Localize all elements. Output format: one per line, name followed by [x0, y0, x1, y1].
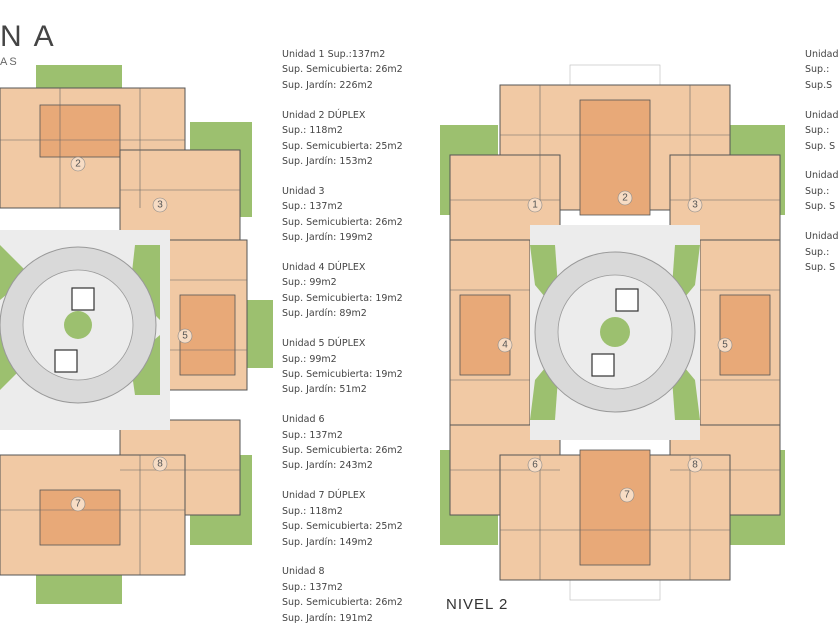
unit-spec-line: Sup.: 137m2 — [282, 429, 343, 441]
unit-spec-line: Sup.: — [805, 125, 830, 137]
unit-spec-line: Sup.S — [805, 79, 833, 91]
unit-label: 6 — [532, 460, 538, 471]
unit-spec-line: Sup.: 118m2 — [282, 505, 343, 517]
unit-spec-line: Unidad 7 DÚPLEX — [282, 490, 366, 502]
unit-spec-line: Unidad — [805, 170, 839, 182]
unit-label: 3 — [157, 200, 163, 211]
unit-label: 4 — [502, 340, 508, 351]
unit-spec-line: Sup. Jardín: 149m2 — [282, 536, 373, 548]
unit-label: 5 — [722, 340, 728, 351]
unit-label: 1 — [532, 200, 538, 211]
unit-spec-line: Unidad 6 — [282, 414, 325, 426]
level-label: NIVEL 2 — [446, 596, 509, 613]
unit-label: 8 — [692, 460, 698, 471]
brand-title: NA — [0, 20, 66, 53]
unit-label: 2 — [75, 159, 81, 170]
unit-spec-line: Sup.: 99m2 — [282, 277, 337, 289]
unit-label: 5 — [182, 331, 188, 342]
unit-spec-line: Sup. Jardín: 199m2 — [282, 232, 373, 244]
unit-spec-line: Sup. Semicubierta: 26m2 — [282, 64, 403, 76]
unit-spec-line: Sup.: — [805, 185, 830, 197]
unit-spec-line: Sup. Semicubierta: 19m2 — [282, 368, 403, 380]
unit-spec-line: Sup. Semicubierta: 26m2 — [282, 445, 403, 457]
unit-spec-line: Sup. Jardín: 153m2 — [282, 155, 373, 167]
unit-spec-line: Unidad 1 Sup.:137m2 — [282, 49, 386, 60]
unit-spec-line: Sup. Semicubierta: 19m2 — [282, 292, 403, 304]
unit-label: 2 — [622, 193, 628, 204]
unit-spec-line: Sup. Jardín: 89m2 — [282, 308, 367, 320]
unit-spec-line: Sup. Semicubierta: 26m2 — [282, 597, 403, 609]
unit-spec-line: Unidad — [805, 109, 839, 121]
unit-spec-line: Sup.: 99m2 — [282, 353, 337, 365]
garden-bottom — [36, 570, 122, 604]
garden-right-mid — [245, 300, 273, 368]
unit-spec-line: Sup. S — [805, 201, 836, 213]
unit-spec-line: Unidad — [805, 231, 839, 243]
unit-spec-line: Sup. Semicubierta: 25m2 — [282, 140, 403, 152]
unit-markers-right: 1 2 3 4 5 6 7 8 — [497, 190, 733, 503]
unit-spec-line: Sup. Semicubierta: 26m2 — [282, 216, 403, 228]
unit-label: 7 — [624, 490, 630, 501]
unit-spec-line: Sup.: — [805, 64, 830, 76]
unit-spec-line: Sup. Jardín: 191m2 — [282, 612, 373, 624]
unit-spec-line: Sup.: 137m2 — [282, 201, 343, 213]
unit-spec-line: Sup. Semicubierta: 25m2 — [282, 521, 403, 533]
floor-plan-level-1: 2 3 5 7 8 — [0, 65, 273, 604]
unit-spec-line: Unidad — [805, 49, 839, 60]
unit-spec-line: Sup.: — [805, 246, 830, 258]
brand-subtitle: AS — [0, 56, 19, 68]
unit-spec-line: Unidad 8 — [282, 566, 325, 578]
unit-spec-line: Unidad 2 DÚPLEX — [282, 109, 366, 121]
unit-spec-line: Unidad 5 DÚPLEX — [282, 338, 366, 350]
unit-spec-line: Unidad 4 DÚPLEX — [282, 261, 366, 273]
unit-spec-line: Sup. Jardín: 243m2 — [282, 460, 373, 472]
unit-spec-line: Sup.: 137m2 — [282, 581, 343, 593]
unit-label: 3 — [692, 200, 698, 211]
unit-spec-line: Sup. Jardín: 226m2 — [282, 79, 373, 91]
unit-spec-line: Sup. S — [805, 140, 836, 152]
unit-spec-line: Sup. S — [805, 261, 836, 273]
brand-logo: NA AS — [0, 6, 80, 68]
unit-label: 8 — [157, 459, 163, 470]
unit-label: 7 — [75, 499, 81, 510]
unit-spec-line: Sup.: 118m2 — [282, 125, 343, 137]
unit-markers-left: 2 3 5 7 8 — [70, 156, 193, 512]
unit-spec-line: Sup. Jardín: 51m2 — [282, 384, 367, 396]
unit-spec-line: Unidad 3 — [282, 185, 325, 197]
floor-plan-level-2: 1 2 3 4 5 6 7 8 — [440, 64, 785, 601]
